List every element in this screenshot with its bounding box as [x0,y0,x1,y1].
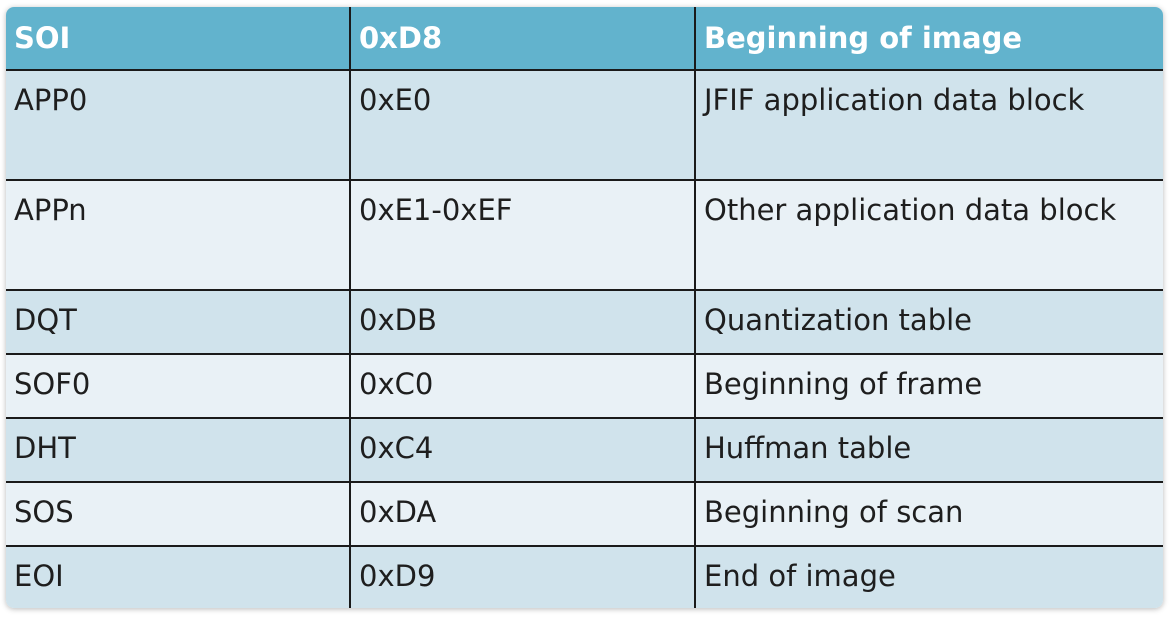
table-header-row: SOI 0xD8 Beginning of image [6,7,1163,71]
jpeg-markers-table-container: SOI 0xD8 Beginning of image APP0 0xE0 JF… [6,7,1163,608]
cell-code: 0xC0 [349,353,696,419]
table-row: SOS 0xDA Beginning of scan [6,481,1163,547]
cell-description: Other application data block [694,179,1163,291]
cell-marker: APPn [6,179,351,291]
header-cell-code: 0xD8 [349,7,696,71]
header-cell-marker: SOI [6,7,351,71]
cell-code: 0xE0 [349,69,696,181]
table-row: APP0 0xE0 JFIF application data block [6,69,1163,181]
cell-marker: SOF0 [6,353,351,419]
cell-code: 0xC4 [349,417,696,483]
header-cell-description: Beginning of image [694,7,1163,71]
jpeg-markers-table: SOI 0xD8 Beginning of image APP0 0xE0 JF… [6,7,1163,608]
cell-description: End of image [694,545,1163,608]
cell-description: JFIF application data block [694,69,1163,181]
table-row: DHT 0xC4 Huffman table [6,417,1163,483]
cell-marker: DHT [6,417,351,483]
cell-description: Quantization table [694,289,1163,355]
cell-marker: EOI [6,545,351,608]
cell-code: 0xE1-0xEF [349,179,696,291]
table-row: APPn 0xE1-0xEF Other application data bl… [6,179,1163,291]
table-row: EOI 0xD9 End of image [6,545,1163,608]
cell-marker: DQT [6,289,351,355]
cell-description: Beginning of scan [694,481,1163,547]
cell-description: Beginning of frame [694,353,1163,419]
table-row: DQT 0xDB Quantization table [6,289,1163,355]
cell-code: 0xDA [349,481,696,547]
cell-marker: APP0 [6,69,351,181]
table-row: SOF0 0xC0 Beginning of frame [6,353,1163,419]
cell-code: 0xD9 [349,545,696,608]
cell-marker: SOS [6,481,351,547]
cell-description: Huffman table [694,417,1163,483]
cell-code: 0xDB [349,289,696,355]
